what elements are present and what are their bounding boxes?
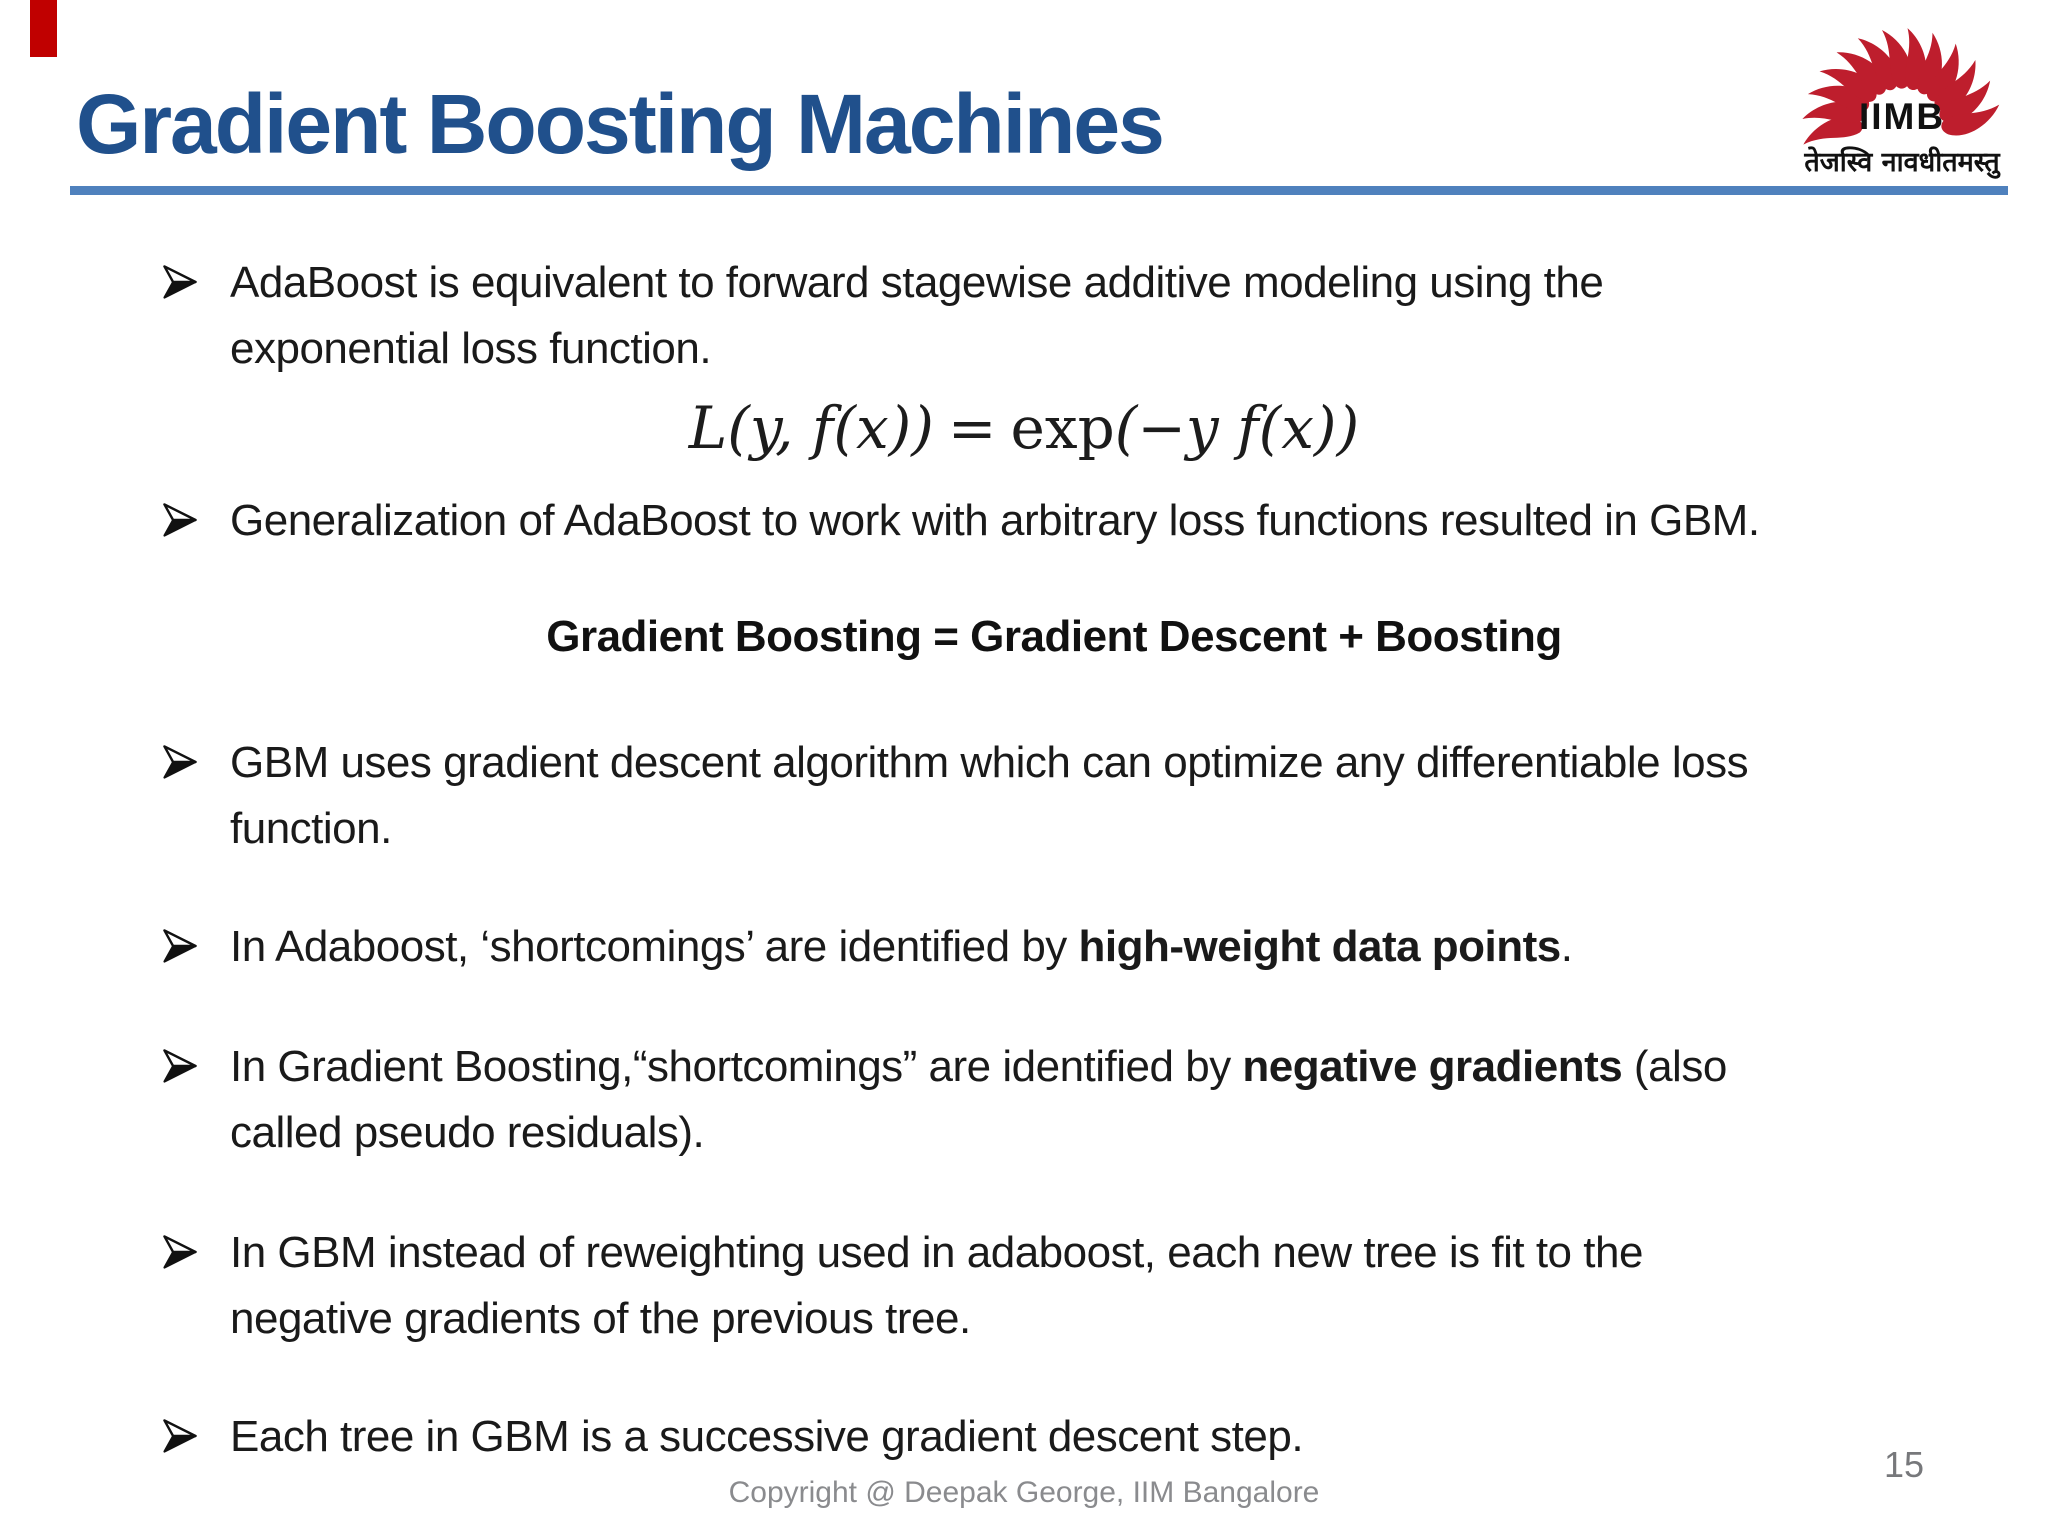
page-title: Gradient Boosting Machines — [76, 77, 1165, 171]
title-underline — [70, 186, 2008, 195]
bullet-arrow-icon — [163, 1049, 197, 1083]
bullet-item: GBM uses gradient descent algorithm whic… — [158, 730, 1749, 862]
bullet-text-line: exponential loss function. — [230, 324, 712, 373]
iimb-logo: IIMB तेजस्वि नावधीतमस्तु — [1794, 14, 2010, 180]
bullet-item: Generalization of AdaBoost to work with … — [158, 488, 1760, 554]
bullet-text: GBM uses gradient descent algorithm whic… — [230, 730, 1749, 862]
bullet-item: Each tree in GBM is a successive gradien… — [158, 1404, 1304, 1470]
bullet-text-line: negative gradients of the previous tree. — [230, 1294, 971, 1343]
bullet-text-line: In Gradient Boosting,“shortcomings” are … — [230, 1042, 1727, 1091]
bullet-text: In Adaboost, ‘shortcomings’ are identifi… — [230, 914, 1573, 980]
bullet-text-line: Each tree in GBM is a successive gradien… — [230, 1412, 1304, 1461]
bullet-text-line: function. — [230, 804, 392, 853]
bullet-text: AdaBoost is equivalent to forward stagew… — [230, 250, 1604, 382]
bullet-text: Generalization of AdaBoost to work with … — [230, 488, 1760, 554]
bullet-item: In Gradient Boosting,“shortcomings” are … — [158, 1034, 1727, 1166]
bullet-item: In Adaboost, ‘shortcomings’ are identifi… — [158, 914, 1573, 980]
page-number: 15 — [1883, 1444, 1924, 1485]
bullet-text-line: In Adaboost, ‘shortcomings’ are identifi… — [230, 922, 1573, 971]
footer-copyright: Copyright @ Deepak George, IIM Bangalore — [728, 1476, 1320, 1509]
bullet-text-line: AdaBoost is equivalent to forward stagew… — [230, 258, 1604, 307]
center-heading: Gradient Boosting = Gradient Descent + B… — [546, 612, 1562, 661]
formula-equals: = — [947, 394, 997, 462]
formula-exp: exp — [1010, 394, 1115, 462]
bullet-text: Each tree in GBM is a successive gradien… — [230, 1404, 1304, 1470]
formula-lhs: L(y, f(x)) — [688, 394, 934, 462]
loss-function-formula: L(y, f(x))=exp(−y f(x)) — [0, 394, 2048, 462]
formula-rhs: (−y f(x)) — [1114, 394, 1360, 462]
bullet-text: In GBM instead of reweighting used in ad… — [230, 1220, 1643, 1352]
bullet-arrow-icon — [163, 1235, 197, 1269]
bullet-item: AdaBoost is equivalent to forward stagew… — [158, 250, 1604, 382]
bullet-text: In Gradient Boosting,“shortcomings” are … — [230, 1034, 1727, 1166]
iimb-logo-motto: तेजस्वि नावधीतमस्तु — [1804, 147, 2000, 178]
iimb-logo-text: IIMB — [1858, 96, 1946, 137]
bullet-text-line: GBM uses gradient descent algorithm whic… — [230, 738, 1749, 787]
bullet-text-line: Generalization of AdaBoost to work with … — [230, 496, 1760, 545]
bullet-arrow-icon — [163, 745, 197, 779]
bullet-arrow-icon — [163, 265, 197, 299]
bullet-text-line: called pseudo residuals). — [230, 1108, 705, 1157]
bullet-arrow-icon — [163, 1419, 197, 1453]
bullet-text-line: In GBM instead of reweighting used in ad… — [230, 1228, 1643, 1277]
red-corner-tab — [30, 0, 57, 57]
bullet-arrow-icon — [163, 503, 197, 537]
bullet-item: In GBM instead of reweighting used in ad… — [158, 1220, 1643, 1352]
bullet-arrow-icon — [163, 929, 197, 963]
